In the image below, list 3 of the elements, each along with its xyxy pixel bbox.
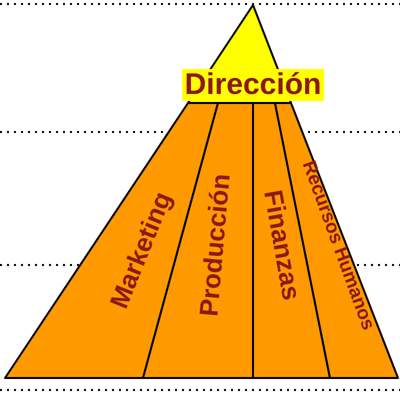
section-label: Finanzas xyxy=(260,188,306,302)
section-label: Producción xyxy=(196,172,234,318)
section-label: Dirección xyxy=(182,69,324,101)
